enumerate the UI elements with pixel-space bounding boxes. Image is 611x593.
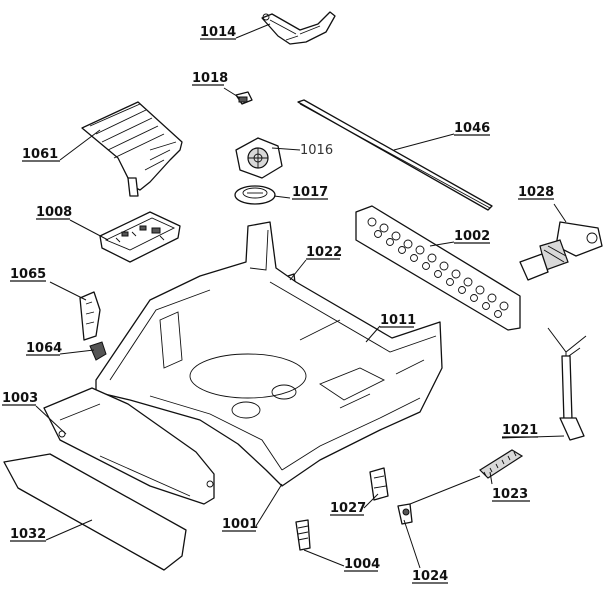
part-1004-foot (295, 519, 311, 551)
part-1008-control-box (99, 211, 181, 263)
part-labels: 1014 1018 1046 1061 1016 1017 1028 1008 … (2, 25, 554, 584)
leader-1061 (59, 129, 101, 161)
leader-1032 (45, 519, 93, 541)
part-1001-base (95, 221, 443, 487)
part-1016-turbine (235, 137, 283, 179)
part-1021-hose (547, 327, 587, 441)
leader-1046 (393, 133, 455, 151)
label-1018: 1018 (192, 71, 228, 86)
label-1046: 1046 (454, 121, 490, 136)
label-1001: 1001 (222, 517, 258, 532)
part-1023-spring (409, 449, 524, 505)
part-1018-clip (235, 91, 253, 105)
label-1022: 1022 (306, 245, 342, 260)
leader-1004 (303, 549, 345, 567)
label-1017: 1017 (292, 185, 328, 200)
leader-1001 (255, 483, 283, 527)
leader-1008 (69, 219, 109, 241)
leader-1014 (235, 23, 271, 39)
label-1016: 1016 (300, 143, 333, 158)
leader-1016 (271, 147, 301, 151)
label-1008: 1008 (36, 205, 72, 220)
leader-1017 (273, 195, 291, 199)
leader-1018 (223, 87, 241, 99)
leader-1023 (489, 471, 493, 485)
leader-lines (35, 23, 567, 569)
label-1004: 1004 (344, 557, 380, 572)
part-1046-seal-strip (297, 99, 493, 211)
leader-1024 (403, 519, 421, 569)
label-1023: 1023 (492, 487, 528, 502)
leader-1002 (429, 241, 455, 247)
label-1032: 1032 (10, 527, 46, 542)
label-1014: 1014 (200, 25, 236, 40)
label-1002: 1002 (454, 229, 490, 244)
part-1065-bracket (79, 291, 101, 341)
leader-1022 (289, 259, 307, 281)
leader-1011 (365, 325, 381, 343)
label-1024: 1024 (412, 569, 448, 584)
part-1027-latch (369, 467, 389, 501)
label-1064: 1064 (26, 341, 62, 356)
label-1021: 1021 (502, 423, 538, 438)
part-1003-side-panel (43, 387, 215, 505)
leader-1065 (49, 281, 87, 301)
label-1011: 1011 (380, 313, 416, 328)
leader-1028 (553, 203, 567, 223)
leader-1064 (59, 349, 95, 355)
part-1017-disc (234, 185, 276, 205)
part-1002-panel (355, 205, 521, 331)
label-1061: 1061 (22, 147, 58, 162)
label-1027: 1027 (330, 501, 366, 516)
leader-1027 (363, 493, 379, 509)
part-1024-clip (397, 503, 413, 525)
label-1003: 1003 (2, 391, 38, 406)
label-1065: 1065 (10, 267, 46, 282)
part-1032-plinth (3, 453, 187, 571)
part-1064-knob (89, 341, 107, 361)
leader-1003 (35, 405, 67, 435)
part-1014-bracket (261, 11, 336, 45)
label-1028: 1028 (518, 185, 554, 200)
part-1061-cover (81, 101, 183, 197)
part-1028-pump (519, 221, 603, 281)
